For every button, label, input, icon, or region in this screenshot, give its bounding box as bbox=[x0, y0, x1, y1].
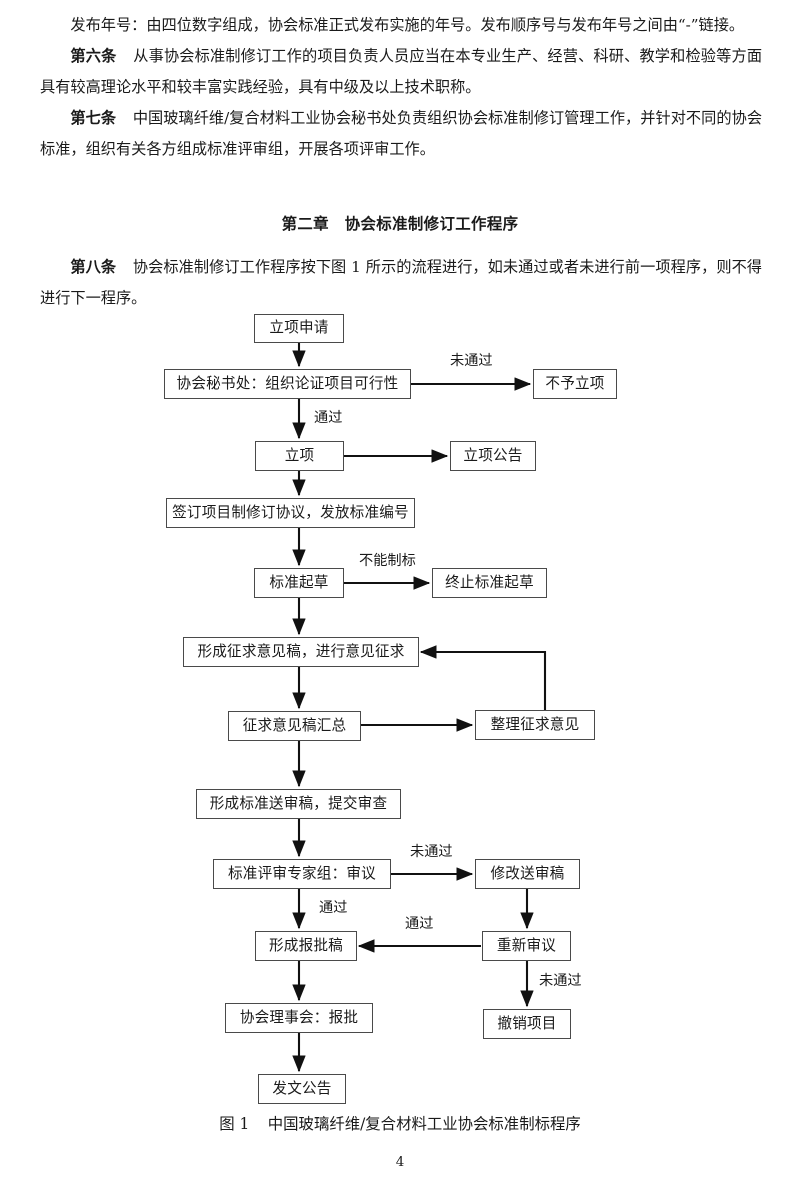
flowchart: 立项申请 协会秘书处：组织论证项目可行性 不予立项 立项 立项公告 签订项目制修… bbox=[0, 300, 800, 1120]
edge-label-not-passed-3: 未通过 bbox=[538, 973, 583, 989]
flow-node-approve-notice[interactable]: 立项公告 bbox=[450, 441, 536, 471]
paragraph-text: 从事协会标准制修订工作的项目负责人员应当在本专业生产、经营、科研、教学和检验等方… bbox=[40, 47, 763, 96]
flow-node-revise-draft[interactable]: 修改送审稿 bbox=[475, 859, 580, 889]
flow-node-reject[interactable]: 不予立项 bbox=[533, 369, 617, 399]
flow-node-organize-comment[interactable]: 整理征求意见 bbox=[475, 710, 595, 740]
paragraph-article-8: 第八条协会标准制修订工作程序按下图 1 所示的流程进行，如未通过或者未进行前一项… bbox=[40, 252, 762, 314]
flow-node-review-draft[interactable]: 形成标准送审稿，提交审查 bbox=[196, 789, 401, 819]
edge-label-not-passed-1: 未通过 bbox=[449, 353, 494, 369]
paragraph-text: 发布年号：由四位数字组成，协会标准正式发布实施的年号。发布顺序号与发布年号之间由… bbox=[70, 16, 745, 34]
article-label-7: 第七条 bbox=[70, 109, 117, 127]
flow-node-stop-draft[interactable]: 终止标准起草 bbox=[432, 568, 547, 598]
flow-node-secretariat[interactable]: 协会秘书处：组织论证项目可行性 bbox=[164, 369, 411, 399]
wire-organize-back-to-commentdraft bbox=[419, 645, 547, 710]
figure-number: 图 1 bbox=[219, 1115, 250, 1133]
flow-node-sign-agreement[interactable]: 签订项目制修订协议，发放标准编号 bbox=[166, 498, 415, 528]
paragraph-release-year: 发布年号：由四位数字组成，协会标准正式发布实施的年号。发布顺序号与发布年号之间由… bbox=[40, 10, 762, 41]
figure-caption: 图 1 中国玻璃纤维/复合材料工业协会标准制标程序 bbox=[0, 1112, 800, 1134]
flow-node-council-approve[interactable]: 协会理事会：报批 bbox=[225, 1003, 373, 1033]
paragraph-text: 中国玻璃纤维/复合材料工业协会秘书处负责组织协会标准制修订管理工作，并针对不同的… bbox=[40, 109, 763, 158]
flow-node-approve[interactable]: 立项 bbox=[255, 441, 344, 471]
chapter-heading: 第二章 协会标准制修订工作程序 bbox=[281, 215, 519, 233]
edge-label-not-passed-2: 未通过 bbox=[409, 844, 454, 860]
edge-label-passed-3: 通过 bbox=[404, 916, 435, 932]
paragraph-article-6: 第六条从事协会标准制修订工作的项目负责人员应当在本专业生产、经营、科研、教学和检… bbox=[40, 41, 762, 103]
article-label-8: 第八条 bbox=[70, 258, 117, 276]
edge-label-cannot-draft: 不能制标 bbox=[358, 553, 417, 569]
flow-node-comment-draft[interactable]: 形成征求意见稿，进行意见征求 bbox=[183, 637, 419, 667]
article-label-6: 第六条 bbox=[70, 47, 117, 65]
flow-node-draft[interactable]: 标准起草 bbox=[254, 568, 344, 598]
paragraph-text: 协会标准制修订工作程序按下图 1 所示的流程进行，如未通过或者未进行前一项程序，… bbox=[40, 258, 762, 307]
edge-label-passed-1: 通过 bbox=[313, 410, 344, 426]
page-number: 4 bbox=[395, 1155, 405, 1170]
edge-label-passed-2: 通过 bbox=[318, 900, 349, 916]
flowchart-connectors bbox=[292, 343, 547, 1073]
body-text-block: 发布年号：由四位数字组成，协会标准正式发布实施的年号。发布顺序号与发布年号之间由… bbox=[40, 10, 762, 165]
flow-node-comment-summary[interactable]: 征求意见稿汇总 bbox=[228, 711, 361, 741]
flow-node-expert-review[interactable]: 标准评审专家组：审议 bbox=[213, 859, 391, 889]
flow-node-cancel-project[interactable]: 撤销项目 bbox=[483, 1009, 571, 1039]
paragraph-article-7: 第七条中国玻璃纤维/复合材料工业协会秘书处负责组织协会标准制修订管理工作，并针对… bbox=[40, 103, 762, 165]
figure-title: 中国玻璃纤维/复合材料工业协会标准制标程序 bbox=[267, 1115, 581, 1133]
flow-node-re-review[interactable]: 重新审议 bbox=[482, 931, 571, 961]
flow-node-apply[interactable]: 立项申请 bbox=[254, 314, 344, 343]
flow-node-approval-draft[interactable]: 形成报批稿 bbox=[255, 931, 357, 961]
flow-node-publish-notice[interactable]: 发文公告 bbox=[258, 1074, 346, 1104]
